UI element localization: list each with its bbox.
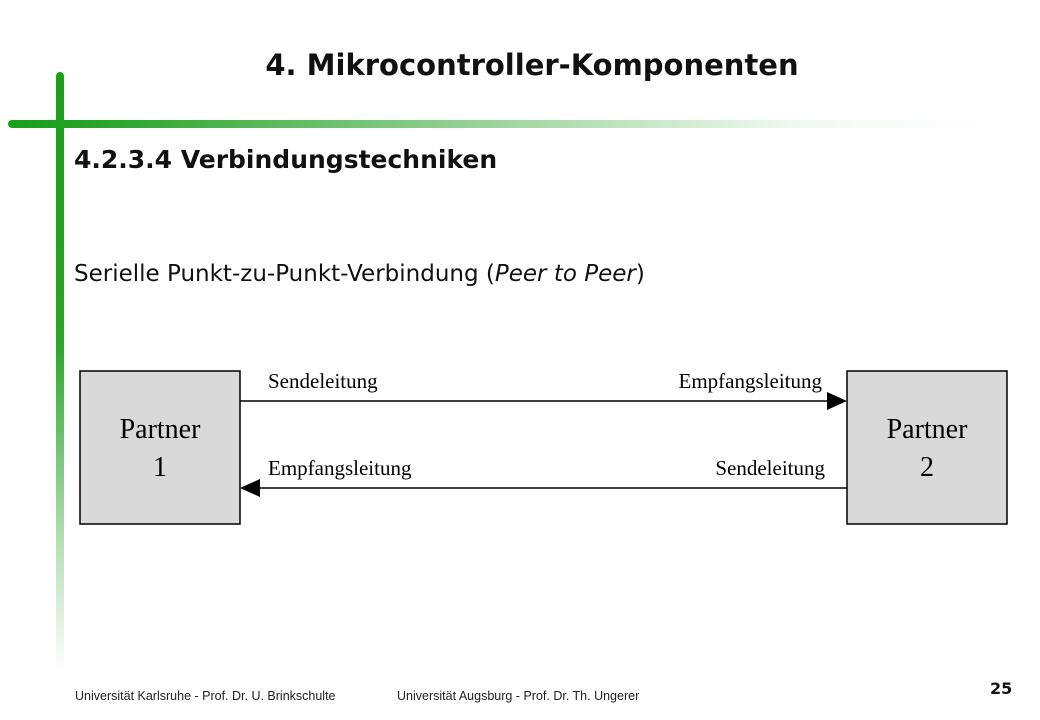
top-connection: Sendeleitung Empfangsleitung <box>240 369 847 410</box>
footer-right: Universität Augsburg - Prof. Dr. Th. Ung… <box>397 689 640 703</box>
body-text-prefix: Serielle Punkt-zu-Punkt-Verbindung ( <box>74 261 495 287</box>
top-right-label: Empfangsleitung <box>679 369 823 393</box>
partner-2-rect <box>846 370 1008 525</box>
top-left-label: Sendeleitung <box>268 369 378 393</box>
partner-2-label: Partner <box>887 414 969 445</box>
slide-title: 4. Mikrocontroller-Komponenten <box>265 48 799 82</box>
partner-1-box: Partner 1 <box>79 370 241 525</box>
arrow-right-icon <box>827 392 847 410</box>
body-text-italic: Peer to Peer <box>494 261 636 287</box>
partner-1-label: Partner <box>120 414 202 445</box>
arrow-left-icon <box>240 479 260 497</box>
partner-2-box: Partner 2 <box>846 370 1008 525</box>
slide-subtitle: 4.2.3.4 Verbindungstechniken <box>74 145 498 174</box>
bottom-left-label: Empfangsleitung <box>268 456 412 480</box>
partner-1-number: 1 <box>153 452 167 483</box>
footer-left: Universität Karlsruhe - Prof. Dr. U. Bri… <box>75 689 336 703</box>
body-text: Serielle Punkt-zu-Punkt-Verbindung (Peer… <box>74 261 645 287</box>
accent-vertical-bar <box>56 72 64 672</box>
bottom-connection: Empfangsleitung Sendeleitung <box>240 456 847 497</box>
page-number: 25 <box>990 679 1013 698</box>
body-text-suffix: ) <box>635 261 645 287</box>
partner-2-number: 2 <box>920 452 934 483</box>
connection-diagram: Partner 1 Partner 2 Sendeleitung Empfang… <box>79 369 1008 525</box>
accent-horizontal-bar <box>8 120 988 128</box>
bottom-right-label: Sendeleitung <box>715 456 825 480</box>
partner-1-rect <box>79 370 241 525</box>
